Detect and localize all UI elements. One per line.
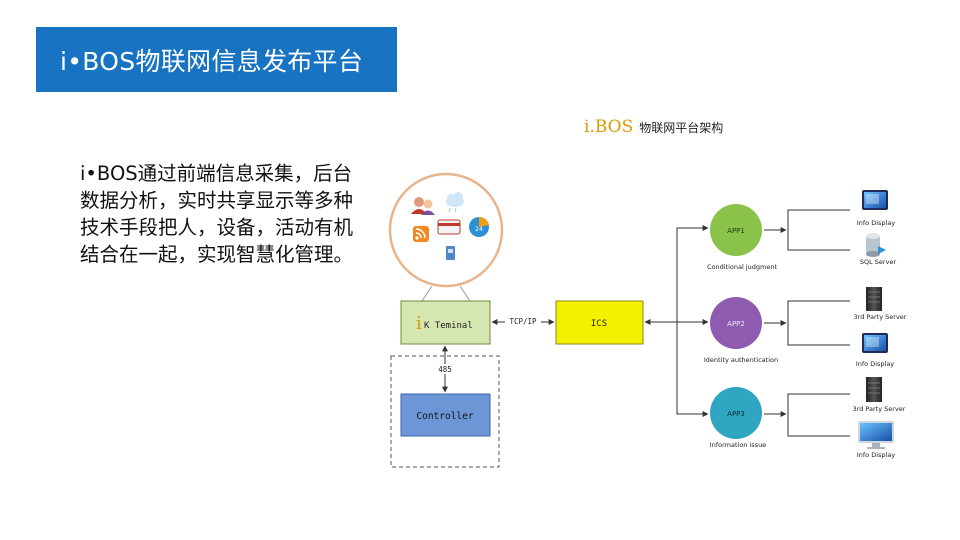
- output-label-1: Info Display: [857, 219, 895, 227]
- controller-group: [390, 355, 500, 468]
- server-icon: [866, 287, 882, 311]
- app3-node: APP3 Information issue: [710, 387, 766, 449]
- output-label-4: Info Display: [856, 360, 894, 368]
- app1-caption: Conditional judgment: [707, 263, 778, 271]
- app3-label: APP3: [727, 410, 745, 418]
- title-banner: i•BOS物联网信息发布平台: [36, 27, 397, 92]
- terminal-label: K Teminal: [424, 321, 473, 331]
- diagram-title-cn: 物联网平台架构: [639, 121, 724, 135]
- chart-badge-icon: 24: [469, 216, 489, 237]
- tcpip-label: TCP/IP: [509, 317, 537, 326]
- terminal-node: i K Teminal: [400, 300, 491, 345]
- terminal-prefix: i: [416, 313, 422, 334]
- output-label-5: 3rd Party Server: [853, 405, 906, 413]
- app3-caption: Information issue: [710, 441, 766, 449]
- controller-label: Controller: [416, 411, 473, 422]
- controller-node: Controller: [400, 393, 491, 437]
- device-icon: [446, 246, 455, 260]
- output-label-3: 3rd Party Server: [854, 313, 907, 321]
- card-reader-icon: [437, 219, 461, 235]
- diagram-title-brand: i.BOS: [584, 117, 634, 137]
- page-title: i•BOS物联网信息发布平台: [60, 46, 364, 76]
- output-label-6: Info Display: [857, 451, 895, 459]
- app1-label: APP1: [727, 227, 745, 235]
- output-label-2: SQL Server: [860, 258, 897, 266]
- app2-label: APP2: [727, 320, 745, 328]
- diagram-title: i.BOS 物联网平台架构: [584, 117, 723, 137]
- app2-node: APP2 Identity authentication: [704, 297, 778, 364]
- sensor-cluster: 24: [388, 172, 504, 288]
- svg-text:24: 24: [475, 226, 483, 233]
- display-icon: [862, 190, 888, 210]
- rss-icon: [413, 226, 429, 242]
- ics-label: ICS: [591, 319, 607, 329]
- database-icon: [866, 233, 886, 257]
- app2-caption: Identity authentication: [704, 356, 778, 364]
- app1-node: APP1 Conditional judgment: [707, 204, 778, 271]
- ics-node: ICS: [555, 300, 644, 345]
- rs485-label: 485: [438, 365, 452, 374]
- people-icon: [411, 197, 435, 215]
- monitor-icon: [858, 421, 894, 449]
- description-text: i•BOS通过前端信息采集，后台数据分析，实时共享显示等多种技术手段把人，设备，…: [80, 162, 354, 266]
- display-icon: [862, 333, 888, 353]
- server-icon: [866, 377, 882, 402]
- cloud-icon: [446, 192, 464, 213]
